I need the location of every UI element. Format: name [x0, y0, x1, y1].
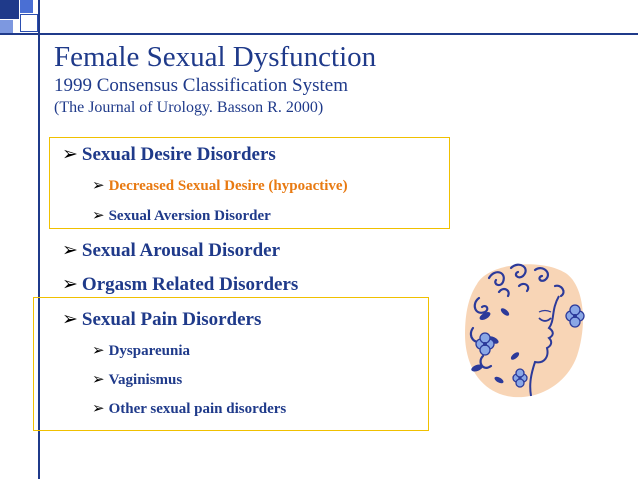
slide-title: Female Sexual Dysfunction [54, 41, 377, 73]
list-item-vaginismus: ➢Vaginismus [92, 370, 182, 389]
corner-square-medium [20, 0, 33, 13]
arrow-bullet-icon: ➢ [92, 399, 105, 417]
side-rule [38, 0, 40, 479]
arrow-bullet-icon: ➢ [92, 341, 105, 359]
list-item-sexual-arousal-disorder: ➢Sexual Arousal Disorder [62, 239, 280, 262]
slide-citation: (The Journal of Urology. Basson R. 2000) [54, 99, 324, 116]
list-item-orgasm-related-disorders: ➢Orgasm Related Disorders [62, 273, 298, 296]
slide-subtitle: 1999 Consensus Classification System [54, 75, 348, 96]
desire-disorders-highlight-box [49, 137, 450, 229]
arrow-bullet-icon: ➢ [62, 308, 78, 330]
woman-face-with-flowers-illustration [465, 263, 585, 398]
arrow-bullet-icon: ➢ [62, 239, 78, 261]
list-item-label: Other sexual pain disorders [108, 401, 287, 417]
corner-square-light [0, 20, 13, 33]
list-item-label: Vaginismus [108, 372, 183, 388]
list-item-sexual-desire-disorders: ➢Sexual Desire Disorders [62, 143, 276, 166]
list-item-decreased-sexual-desire: ➢Decreased Sexual Desire (hypoactive) [92, 176, 348, 195]
arrow-bullet-icon: ➢ [92, 176, 105, 194]
list-item-sexual-pain-disorders: ➢Sexual Pain Disorders [62, 308, 261, 331]
title-block: Female Sexual Dysfunction 1999 Consensus… [54, 40, 376, 119]
corner-square-dark [0, 0, 19, 19]
list-item-label: Sexual Desire Disorders [81, 144, 276, 165]
arrow-bullet-icon: ➢ [62, 143, 78, 165]
list-item-label: Sexual Arousal Disorder [81, 240, 281, 261]
corner-square-outline [20, 14, 38, 32]
header-rule [0, 33, 638, 35]
list-item-label: Sexual Pain Disorders [81, 309, 262, 330]
arrow-bullet-icon: ➢ [92, 370, 105, 388]
list-item-label: Dyspareunia [108, 343, 190, 359]
list-item-label: Sexual Aversion Disorder [108, 208, 271, 224]
arrow-bullet-icon: ➢ [92, 206, 105, 224]
pain-disorders-highlight-box [33, 297, 429, 431]
arrow-bullet-icon: ➢ [62, 273, 78, 295]
list-item-dyspareunia: ➢Dyspareunia [92, 341, 190, 360]
list-item-sexual-aversion-disorder: ➢Sexual Aversion Disorder [92, 206, 271, 225]
list-item-label: Decreased Sexual Desire (hypoactive) [108, 178, 348, 194]
list-item-label: Orgasm Related Disorders [81, 274, 299, 295]
list-item-other-sexual-pain-disorders: ➢Other sexual pain disorders [92, 399, 286, 418]
